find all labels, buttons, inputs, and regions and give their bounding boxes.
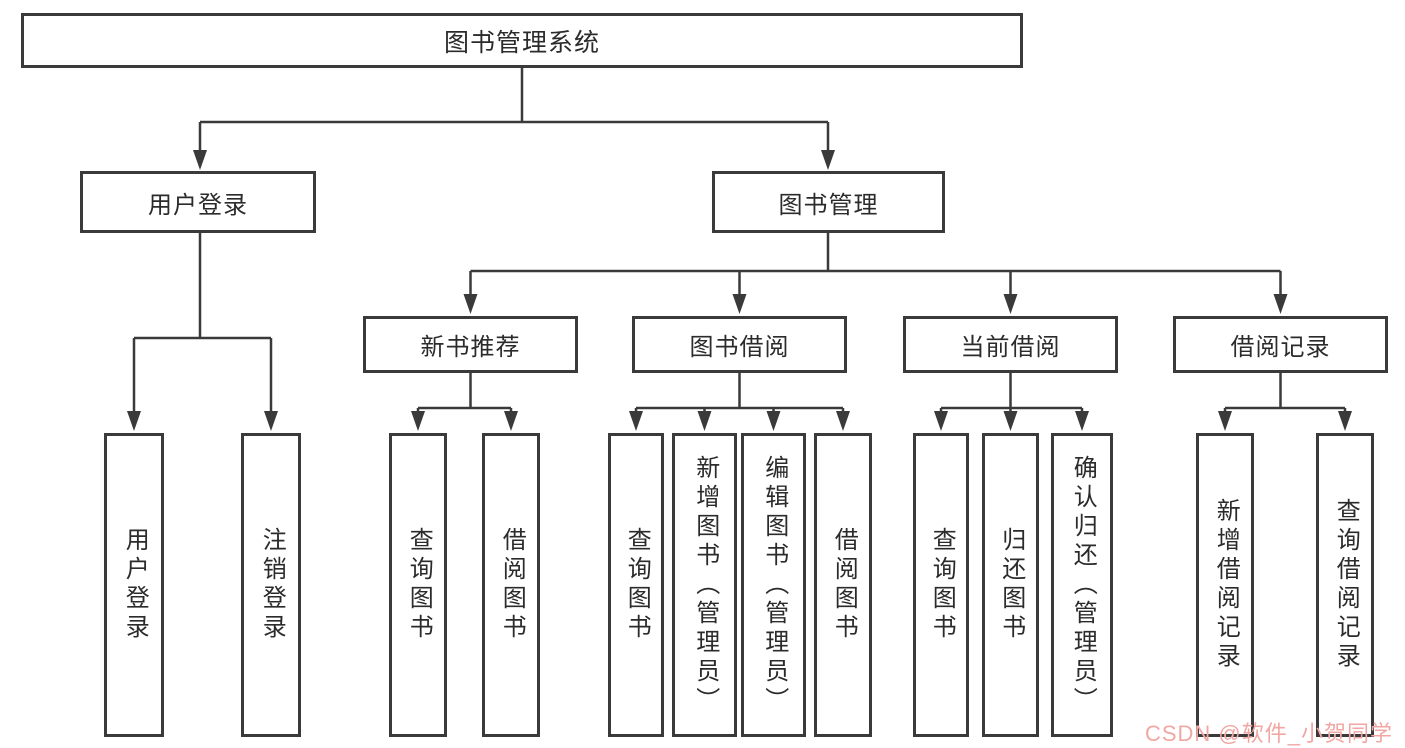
leaf-label: 注销登录 (258, 527, 286, 643)
leaf-nb-borrow-books: 借阅图书 (482, 433, 540, 737)
leaf-br-add-record: 新增借阅记录 (1196, 433, 1254, 737)
arrowheads-book-borrowing-leaves (629, 411, 850, 431)
arrowheads-level3 (463, 294, 1288, 314)
leaf-user-login: 用户登录 (104, 433, 164, 737)
leaf-label: 归还图书 (997, 527, 1025, 643)
arrowheads-current-borrowing-leaves (934, 411, 1089, 431)
leaf-label: 查询图书 (405, 527, 433, 643)
connector-user-login-to-leaves (132, 233, 273, 413)
leaf-label: 查询借阅记录 (1332, 498, 1360, 672)
leaf-bb-add-books-admin: 新增图书（管理员） (672, 433, 737, 737)
arrowheads-new-books-leaves (411, 411, 518, 431)
arrowheads-borrowing-records-leaves (1218, 411, 1352, 431)
leaf-label: 新增借阅记录 (1212, 498, 1240, 672)
node-label: 借阅记录 (1230, 334, 1331, 361)
node-label: 新书推荐 (420, 334, 521, 361)
node-new-book-recommendation: 新书推荐 (363, 316, 578, 373)
leaf-label: 新增图书（管理员） (691, 454, 719, 716)
leaf-nb-query-books: 查询图书 (389, 433, 447, 737)
leaf-label: 借阅图书 (830, 527, 858, 643)
leaf-label: 查询图书 (928, 527, 956, 643)
csdn-watermark: CSDN @软件_小贺同学 (1144, 721, 1393, 746)
leaf-label: 用户登录 (121, 527, 149, 643)
connector-borrowing-records-to-leaves (1223, 373, 1347, 413)
connector-book-borrowing-to-leaves (634, 373, 845, 413)
leaf-bb-borrow-books: 借阅图书 (814, 433, 872, 737)
leaf-bb-edit-books-admin: 编辑图书（管理员） (741, 433, 806, 737)
connector-root-to-level2 (198, 66, 830, 152)
arrowheads-user-login-leaves (127, 411, 278, 431)
node-borrowing-records: 借阅记录 (1173, 316, 1388, 373)
leaf-label: 确认归还（管理员） (1069, 454, 1097, 716)
node-library-management-system: 图书管理系统 (21, 13, 1023, 68)
leaf-label: 查询图书 (623, 527, 651, 643)
node-book-borrowing: 图书借阅 (632, 316, 847, 373)
node-label: 当前借阅 (960, 334, 1061, 361)
leaf-br-query-record: 查询借阅记录 (1316, 433, 1374, 737)
node-label: 图书借阅 (689, 334, 790, 361)
node-label: 用户登录 (148, 191, 248, 219)
leaf-label: 编辑图书（管理员） (760, 454, 788, 716)
node-book-management: 图书管理 (712, 171, 945, 233)
node-label: 图书管理 (778, 191, 879, 219)
connector-new-books-to-leaves (416, 373, 513, 413)
leaf-cb-query-books: 查询图书 (913, 433, 969, 737)
arrowheads-level2 (193, 150, 835, 170)
node-user-login: 用户登录 (80, 171, 316, 233)
leaf-cb-confirm-return-admin: 确认归还（管理员） (1051, 433, 1113, 737)
node-label: 图书管理系统 (443, 28, 600, 57)
leaf-logout: 注销登录 (241, 433, 301, 737)
leaf-label: 借阅图书 (498, 527, 526, 643)
connector-book-management-to-level3 (469, 233, 1282, 296)
leaf-cb-return-books: 归还图书 (982, 433, 1039, 737)
connector-current-borrowing-to-leaves (939, 373, 1084, 413)
node-current-borrowing: 当前借阅 (903, 316, 1118, 373)
leaf-bb-query-books: 查询图书 (608, 433, 664, 737)
